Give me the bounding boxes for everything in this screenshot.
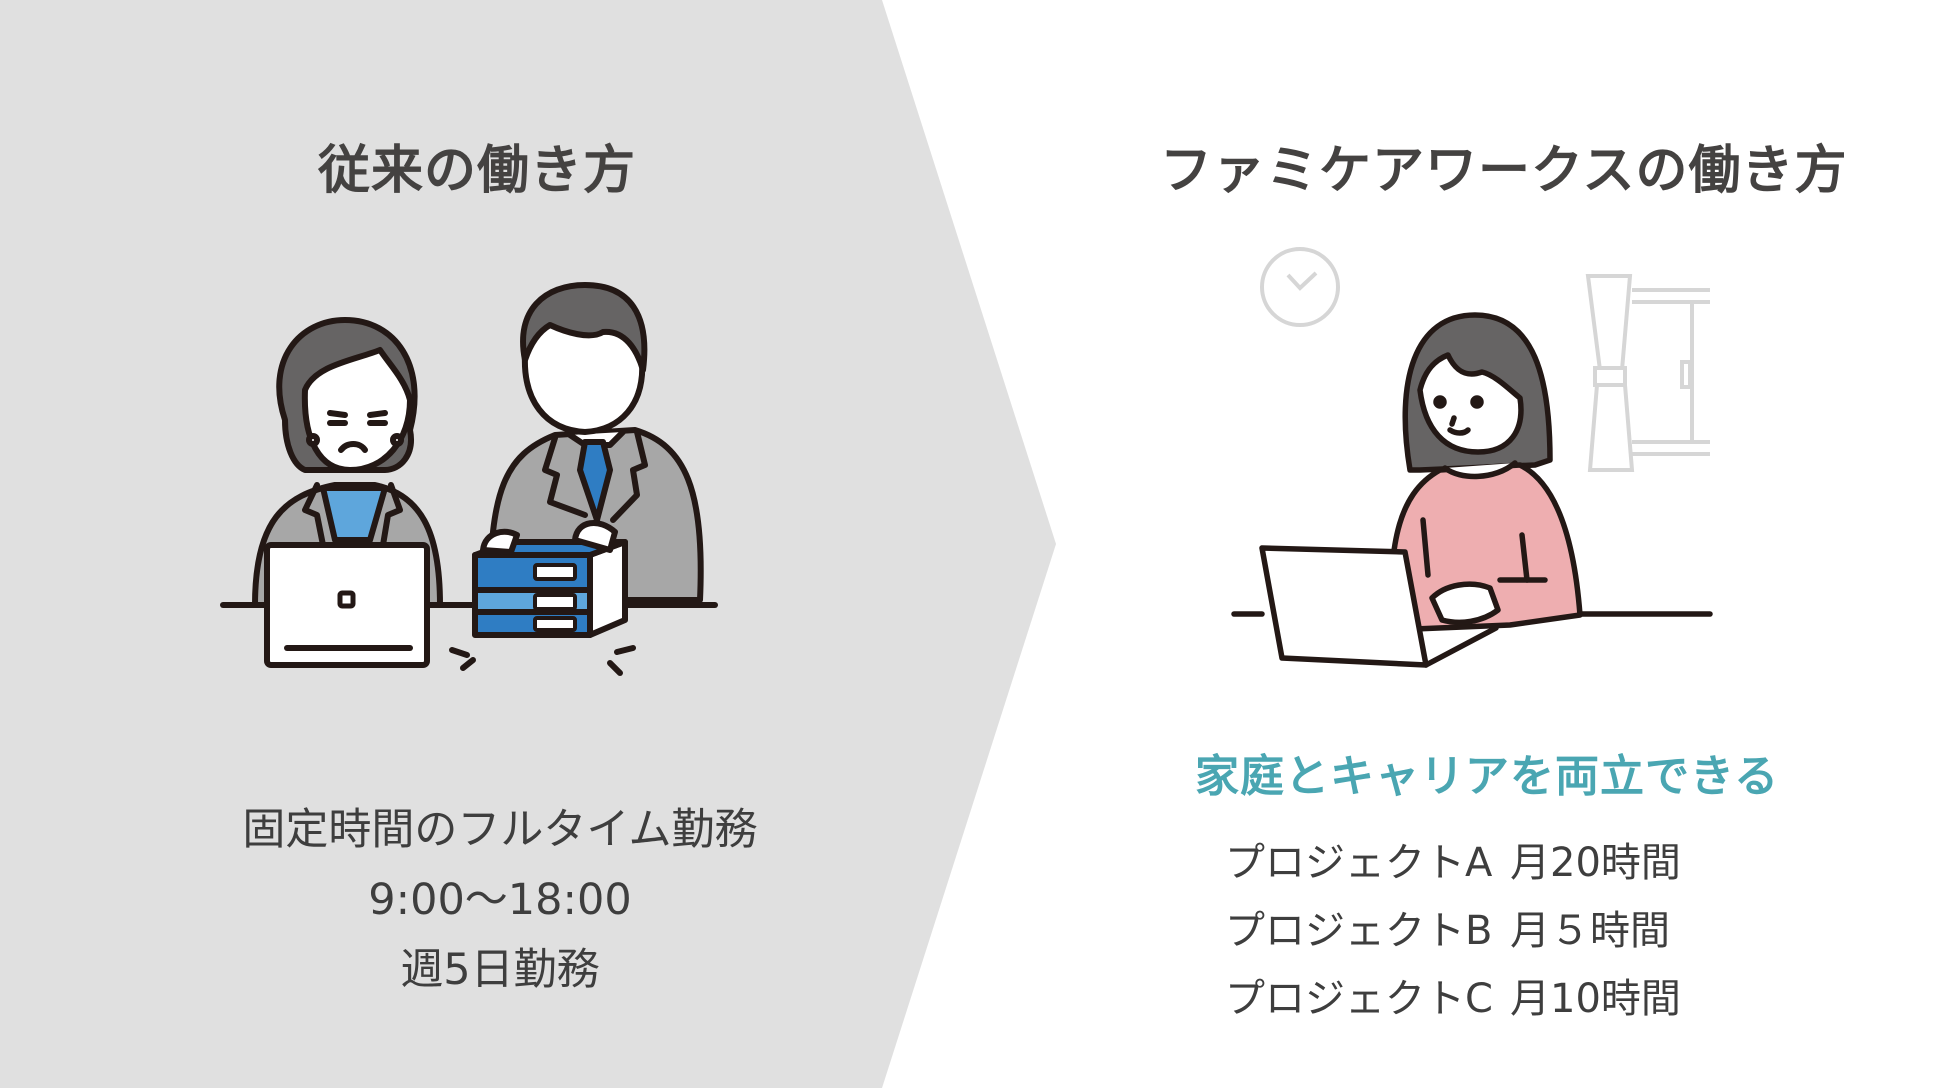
- window-curtain-icon: [1585, 274, 1710, 472]
- description-line-fixed-hours: 固定時間のフルタイム勤務: [242, 805, 758, 855]
- tagline-balance-family-career: 家庭とキャリアを両立できる: [1195, 751, 1780, 802]
- clock-icon: [1260, 247, 1340, 327]
- project-name: プロジェクトC: [1225, 976, 1493, 1022]
- project-row: プロジェクトC 月10時間: [1225, 961, 1681, 1029]
- project-name: プロジェクトA: [1225, 840, 1493, 886]
- traditional-work-title: 従来の働き方: [318, 141, 637, 201]
- project-list: プロジェクトA 月20時間 プロジェクトB 月５時間 プロジェクトC 月10時間: [1225, 825, 1681, 1029]
- woman-working-from-home-illustration: [1231, 247, 1713, 668]
- project-row: プロジェクトB 月５時間: [1225, 893, 1681, 961]
- description-line-days: 週5日勤務: [400, 945, 600, 995]
- description-line-time-range: 9:00～18:00: [368, 875, 632, 925]
- project-row: プロジェクトA 月20時間: [1225, 825, 1681, 893]
- office-workers-illustration: [220, 282, 718, 676]
- project-hours: 月５時間: [1510, 908, 1670, 954]
- traditional-work-description: 固定時間のフルタイム勤務 9:00～18:00 週5日勤務: [190, 795, 810, 1005]
- project-name: プロジェクトB: [1225, 908, 1493, 954]
- project-hours: 月20時間: [1510, 840, 1681, 886]
- famicare-work-title: ファミケアワークスの働き方: [1160, 141, 1848, 201]
- project-hours: 月10時間: [1510, 976, 1681, 1022]
